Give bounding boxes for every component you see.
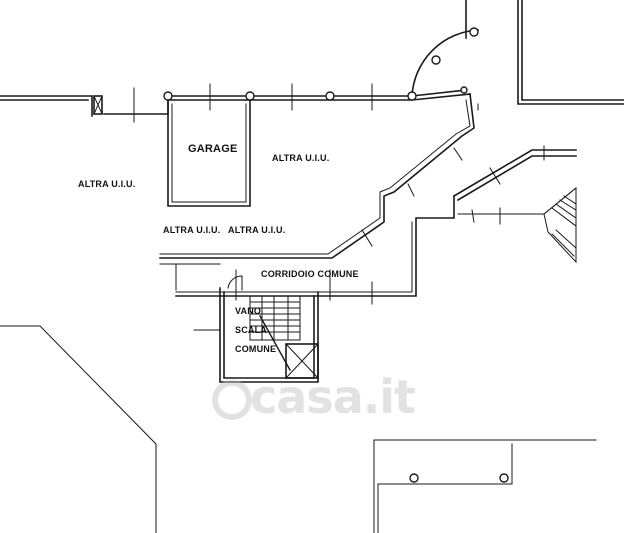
pillar	[325, 91, 335, 101]
pillar	[245, 91, 255, 101]
pillar	[407, 91, 417, 101]
elevator	[285, 343, 319, 379]
wall-top-left	[0, 95, 93, 117]
wall-diagonal-right	[159, 93, 475, 259]
pillar	[469, 27, 479, 37]
door-arc	[411, 29, 479, 97]
wall-lower-right	[373, 439, 597, 533]
stair-core-walls	[219, 287, 319, 383]
corridor-walls	[159, 263, 221, 291]
label-altra-mid2: ALTRA U.I.U.	[228, 225, 286, 235]
pillar	[499, 473, 509, 483]
label-altra-left: ALTRA U.I.U.	[78, 179, 136, 189]
pillar	[163, 91, 173, 101]
wall-top-right	[517, 0, 624, 105]
label-corridoio: CORRIDOIO COMUNE	[261, 269, 359, 279]
label-altra-top: ALTRA U.I.U.	[272, 153, 330, 163]
pillar	[409, 473, 419, 483]
wall-right-wing	[452, 149, 577, 202]
stair-door-arc	[227, 275, 243, 291]
pillar	[460, 86, 468, 94]
garage-walls	[167, 99, 251, 207]
column-top-left	[93, 95, 103, 115]
label-vano: VANO	[235, 306, 262, 316]
label-scala: SCALA	[235, 325, 267, 335]
label-garage: GARAGE	[188, 143, 238, 155]
staircase-right	[543, 186, 577, 264]
watermark-logo	[212, 380, 252, 420]
stair-flights	[249, 295, 301, 371]
pillar	[431, 55, 441, 65]
label-comune: COMUNE	[235, 344, 277, 354]
watermark-text: casa.it	[250, 370, 416, 424]
label-altra-mid1: ALTRA U.I.U.	[163, 225, 221, 235]
wall-lower-left	[0, 325, 157, 533]
